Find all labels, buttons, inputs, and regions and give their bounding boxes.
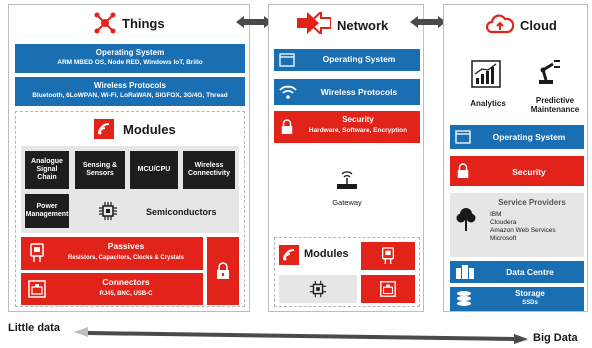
things-os-detail: ARM MBED OS, Node RED, Windows IoT, Bril… [57, 59, 203, 66]
resistor-icon [25, 241, 49, 265]
things-network-arrow [236, 14, 272, 30]
things-modules-region [15, 111, 245, 307]
analytics-chart-icon [470, 59, 502, 89]
network-os-label: Operating System [322, 54, 396, 64]
provider-item: Cloudera [490, 219, 517, 226]
storage-title: Storage [515, 289, 545, 298]
module-card-icon [94, 119, 114, 139]
gateway-label: Gateway [332, 198, 362, 207]
connectors-title: Connectors [102, 277, 150, 287]
ethernet-port-icon [25, 277, 49, 301]
network-title: Network [337, 18, 389, 33]
things-wireless-title: Wireless Protocols [94, 81, 166, 90]
cloud-security-bar [450, 156, 584, 186]
data-scale-arrow [74, 326, 528, 344]
chip-wireless: Wireless Connectivity [183, 151, 235, 189]
padlock-icon [454, 161, 472, 181]
chip-mcu: MCU/CPU [130, 151, 178, 189]
chip-analogue: Analogue Signal Chain [25, 151, 69, 189]
datacentre-bar [450, 261, 584, 283]
network-modules-title: Modules [304, 248, 349, 260]
cloud-os-bar [450, 125, 584, 149]
things-modules-title: Modules [123, 122, 176, 137]
passives-detail: Resistors, Capacitors, Clocks & Crystals [67, 255, 185, 261]
provider-item: Microsoft [490, 235, 517, 242]
network-wireless-label: Wireless Protocols [320, 87, 398, 97]
chip-icon [95, 198, 121, 224]
connectors-detail: RJ45, BNC, USB-C [99, 291, 153, 297]
browser-window-icon [278, 52, 296, 68]
network-nodes-icon [93, 11, 117, 35]
network-modules-region [274, 237, 420, 307]
connectors-bar [21, 273, 203, 305]
router-icon [333, 167, 361, 193]
storage-detail: SSDs [522, 300, 538, 306]
analytics-label: Analytics [470, 99, 506, 108]
things-wireless-bar: Wireless Protocols Bluetooth, 6LoWPAN, W… [15, 77, 245, 106]
network-wireless-bar [274, 79, 420, 105]
service-providers-box [450, 193, 584, 257]
storage-bar [450, 287, 584, 311]
cloud-title: Cloud [520, 18, 557, 33]
network-security-detail: Hardware, Software, Encryption [308, 127, 408, 134]
network-cloud-arrow [410, 14, 446, 30]
network-panel: Network Operating System Wireless Protoc… [268, 4, 424, 312]
little-data-label: Little data [8, 322, 60, 334]
tree-icon [454, 205, 478, 233]
padlock-icon [278, 117, 296, 137]
provider-item: Amazon Web Services [490, 227, 556, 234]
chip-icon [279, 275, 357, 303]
network-security-title: Security [342, 115, 374, 124]
datacentre-label: Data Centre [506, 267, 554, 277]
network-os-bar [274, 49, 420, 71]
things-panel: Things Operating System ARM MBED OS, Nod… [8, 4, 250, 312]
cloud-os-label: Operating System [492, 132, 566, 142]
things-os-title: Operating System [95, 48, 165, 57]
network-arrow-icon [296, 11, 332, 35]
chip-power: Power Management [25, 194, 69, 228]
module-card-icon [279, 245, 299, 265]
database-icon [454, 290, 474, 308]
things-title: Things [122, 16, 165, 31]
service-providers-title: Service Providers [498, 198, 566, 207]
ethernet-port-icon [361, 275, 415, 303]
semiconductors-label: Semiconductors [146, 207, 217, 217]
provider-item: IBM [490, 211, 502, 218]
wifi-icon [278, 83, 298, 101]
cloud-panel: Cloud Analytics Predictive Maintenance O… [443, 4, 588, 312]
browser-window-icon [454, 129, 472, 145]
passives-title: Passives [107, 241, 145, 251]
padlock-icon [207, 237, 239, 305]
robot-arm-icon [534, 57, 566, 87]
maintenance-label: Predictive Maintenance [530, 96, 580, 114]
cloud-icon [486, 13, 514, 35]
cloud-security-label: Security [512, 167, 546, 177]
network-security-bar [274, 111, 420, 143]
resistor-icon [361, 242, 415, 270]
server-rack-icon [454, 263, 476, 281]
things-os-bar: Operating System ARM MBED OS, Node RED, … [15, 44, 245, 73]
passives-bar [21, 237, 203, 270]
chip-sensing: Sensing & Sensors [75, 151, 125, 189]
big-data-label: Big Data [533, 332, 578, 344]
things-wireless-detail: Bluetooth, 6LoWPAN, Wi-Fi, LoRaWAN, SIGF… [32, 92, 228, 99]
